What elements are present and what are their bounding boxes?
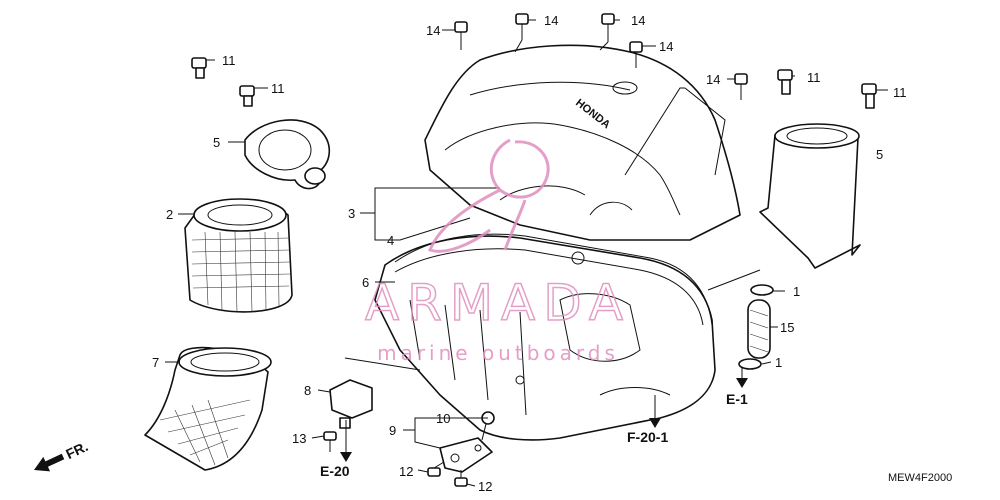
intake-funnel — [144, 346, 272, 471]
front-label: FR. — [63, 438, 90, 462]
collar-11d — [861, 83, 877, 109]
watermark-brand: ARMADA — [365, 274, 631, 332]
callout-5: 5 — [213, 135, 220, 150]
case-seal — [394, 233, 713, 326]
ref-e1: E-1 — [726, 391, 748, 407]
callout-14: 14 — [426, 23, 440, 38]
intake-air-temp-sensor — [329, 379, 373, 429]
callout-6: 6 — [362, 275, 369, 290]
collar-11c — [777, 69, 793, 95]
bolt-14b — [515, 13, 529, 40]
ref-f20-1: F-20-1 — [627, 429, 668, 445]
callout-9: 9 — [389, 423, 396, 438]
bolt-14d — [629, 41, 643, 68]
watermark: ARMADA marine outboards — [364, 138, 631, 365]
air-cleaner-case — [374, 235, 716, 441]
callout-11: 11 — [271, 81, 285, 96]
ref-arrow-e1 — [736, 378, 748, 388]
callout-8: 8 — [304, 383, 311, 398]
screw-13 — [323, 431, 337, 452]
watermark-tagline: marine outboards — [377, 341, 619, 365]
collar-11b — [239, 85, 255, 107]
callout-4: 4 — [387, 233, 394, 248]
ref-e20: E-20 — [320, 463, 350, 479]
element-holder-left — [244, 119, 330, 190]
diagram-code: MEW4F2000 — [888, 472, 952, 484]
bolt-14c — [601, 13, 615, 42]
callout-2: 2 — [166, 207, 173, 222]
bolt-14a — [454, 21, 468, 50]
tube-clip-upper — [750, 284, 774, 296]
air-filter-element — [184, 198, 293, 313]
callout-12: 12 — [399, 464, 413, 479]
watermark-logo-icon — [428, 138, 550, 253]
stay-bracket — [439, 437, 493, 473]
callout-14: 14 — [706, 72, 720, 87]
callout-3: 3 — [348, 206, 355, 221]
callout-15: 15 — [780, 320, 794, 335]
screw-12b — [454, 470, 468, 487]
callout-1: 1 — [775, 355, 782, 370]
callout-14: 14 — [631, 13, 645, 28]
callout-5: 5 — [876, 147, 883, 162]
element-holder-right — [759, 123, 861, 269]
callout-11: 11 — [222, 53, 236, 68]
callout-11: 11 — [807, 70, 821, 85]
bolt-14e — [734, 73, 748, 100]
screw-12a — [427, 461, 445, 477]
tube-clip-lower — [738, 358, 762, 370]
callout-11: 11 — [893, 85, 907, 100]
callout-7: 7 — [152, 355, 159, 370]
leader-lines — [165, 19, 888, 487]
air-cleaner-cover: HONDA — [424, 44, 741, 241]
callout-14: 14 — [544, 13, 558, 28]
callout-12: 12 — [478, 479, 492, 494]
callout-10: 10 — [436, 411, 450, 426]
drain-tube — [747, 299, 771, 359]
callout-14: 14 — [659, 39, 673, 54]
callout-13: 13 — [292, 431, 306, 446]
collar-11a — [191, 57, 207, 79]
front-direction-arrow: FR. — [34, 438, 90, 472]
callout-1: 1 — [793, 284, 800, 299]
